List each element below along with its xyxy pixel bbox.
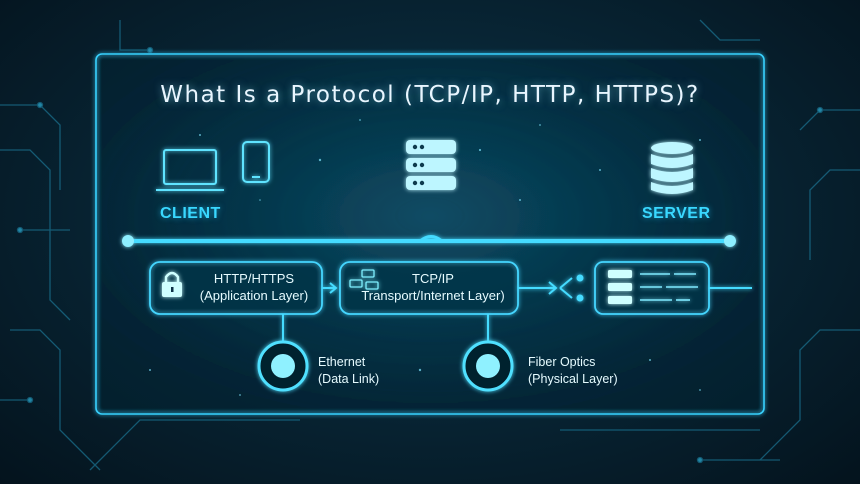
laptop-icon — [156, 149, 224, 191]
ethernet-subtitle: (Data Link) — [318, 372, 380, 386]
fiber-node-icon — [462, 340, 514, 392]
http-layer-title: HTTP/HTTPS — [213, 271, 295, 286]
database-icon — [651, 142, 693, 194]
server-stack-icon — [406, 140, 456, 190]
http-layer-subtitle: (Application Layer) — [199, 288, 309, 303]
particle-dots — [149, 119, 701, 396]
server-panel-icon — [608, 270, 698, 304]
lock-icon — [162, 271, 182, 297]
tcp-layer-title: TCP/IP — [412, 271, 454, 286]
ethernet-title: Ethernet — [318, 355, 366, 369]
client-label: CLIENT — [160, 205, 221, 222]
fiber-subtitle: (Physical Layer) — [528, 372, 618, 386]
circuit-traces — [0, 19, 860, 471]
tcp-layer-subtitle: Transport/Internet Layer) — [361, 288, 505, 303]
arrow-connectors — [322, 274, 752, 302]
ethernet-node-icon — [257, 340, 309, 392]
network-bus — [122, 235, 736, 247]
smartphone-icon — [242, 141, 270, 183]
packets-icon — [349, 269, 379, 290]
page-title: What Is a Protocol (TCP/IP, HTTP, HTTPS)… — [160, 82, 700, 108]
fiber-title: Fiber Optics — [528, 355, 596, 369]
server-label: SERVER — [642, 205, 711, 222]
